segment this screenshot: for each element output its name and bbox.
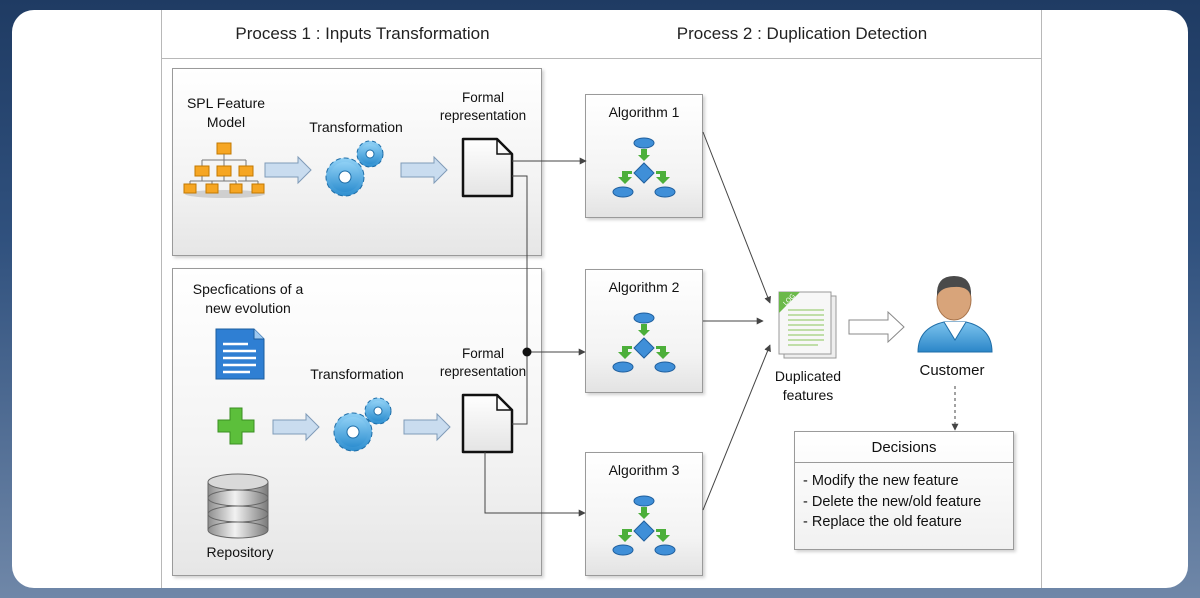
spl-feature-model-label: SPL Feature Model xyxy=(186,95,266,130)
process2-title: Process 2 : Duplication Detection xyxy=(563,10,1041,59)
algorithm-1-box: Algorithm 1 xyxy=(585,94,703,218)
transformation-label-2: Transformation xyxy=(310,366,404,382)
formal-representation-label-1: Formal representation xyxy=(439,90,527,124)
process1-title: Process 1 : Inputs Transformation xyxy=(162,10,563,59)
decisions-box: Decisions - Modify the new feature - Del… xyxy=(794,431,1014,550)
repository-label: Repository xyxy=(206,544,274,560)
algorithm-1-title: Algorithm 1 xyxy=(608,104,680,120)
transformation-label-1: Transformation xyxy=(309,119,403,135)
formal-representation-label-2: Formal representation xyxy=(439,346,527,380)
decision-item: - Modify the new feature xyxy=(803,473,959,489)
algorithm-3-title: Algorithm 3 xyxy=(608,462,680,478)
algorithm-3-box: Algorithm 3 xyxy=(585,452,703,576)
decision-item: - Delete the new/old feature xyxy=(803,493,982,510)
customer-label: Customer xyxy=(919,362,985,379)
duplicated-features-label: Duplicated features xyxy=(774,368,842,403)
algorithm-2-box: Algorithm 2 xyxy=(585,269,703,393)
decision-item: - Replace the old feature xyxy=(803,514,962,531)
decisions-list: - Modify the new feature - Delete the ne… xyxy=(803,471,1013,533)
specifications-label: Specfications of a new evolution xyxy=(192,281,304,316)
decisions-title: Decisions xyxy=(795,432,1013,463)
algorithm-2-title: Algorithm 2 xyxy=(608,279,680,295)
